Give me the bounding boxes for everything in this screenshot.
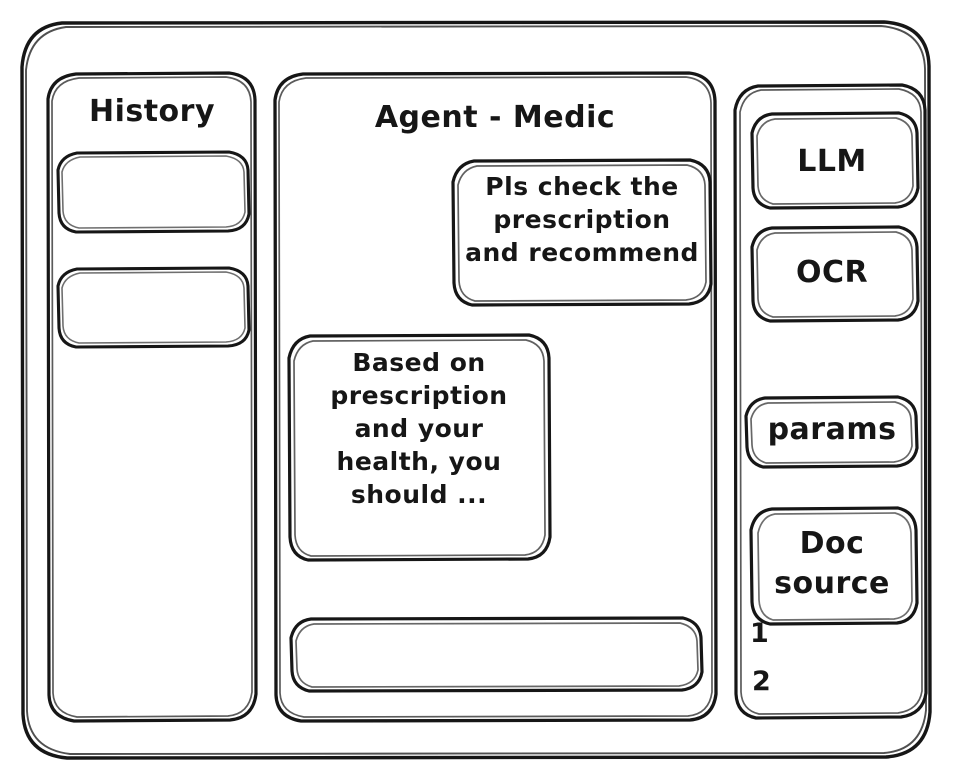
- history-item-2-outline: [56, 266, 251, 349]
- chip-doc-source[interactable]: [751, 508, 917, 624]
- composer-input-outline: [289, 616, 704, 693]
- window-frame: [20, 20, 932, 760]
- chip-ocr-outline: [750, 225, 920, 323]
- chip-ocr[interactable]: [752, 227, 918, 321]
- chip-llm-outline: [750, 111, 920, 210]
- chip-doc-source-outline: [749, 506, 919, 626]
- main-panel-outline: [273, 71, 718, 723]
- agent-message-bubble-outline: [287, 333, 552, 562]
- chip-params[interactable]: [746, 397, 917, 467]
- chip-llm[interactable]: [752, 113, 918, 208]
- history-item-2[interactable]: [58, 268, 249, 347]
- agent-message-bubble: [289, 335, 550, 560]
- history-item-1-outline: [56, 150, 251, 234]
- message-input[interactable]: [291, 618, 702, 691]
- tools-sidebar-outline: [733, 83, 928, 720]
- history-item-1[interactable]: [58, 152, 249, 232]
- user-message-bubble: [453, 160, 711, 305]
- history-panel-outline: [46, 71, 258, 723]
- chip-params-outline: [744, 395, 919, 469]
- user-message-bubble-outline: [451, 158, 713, 307]
